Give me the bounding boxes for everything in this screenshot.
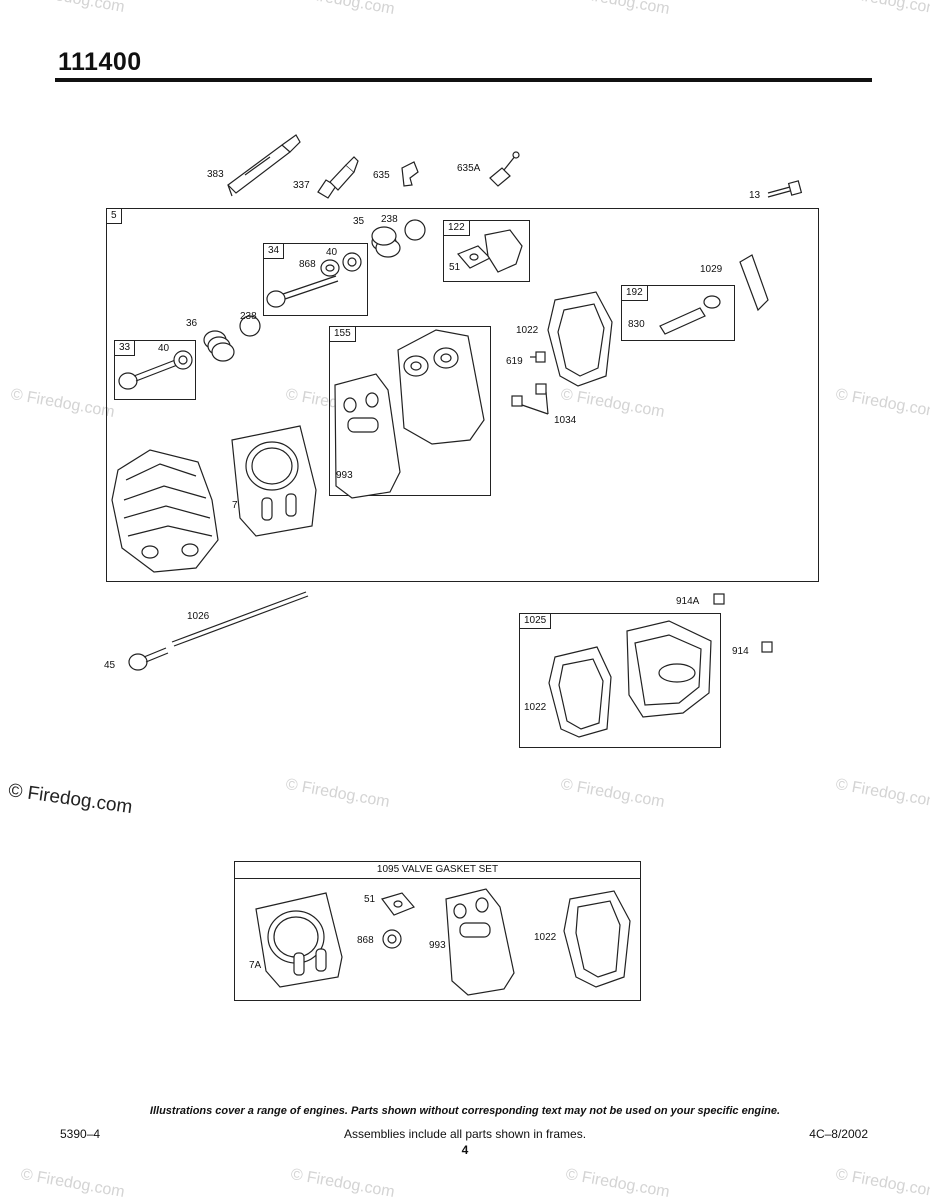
kit-header: 1095 VALVE GASKET SET (235, 862, 640, 879)
kit-label-993: 993 (429, 940, 446, 951)
cylinder-head-assembly-frame: 5 (106, 208, 819, 582)
part-label-914: 914 (732, 646, 749, 657)
part-label-40: 40 (326, 247, 338, 258)
part-label-238: 238 (381, 214, 398, 225)
frame-tag-155: 155 (330, 327, 356, 342)
kit-label-51: 51 (364, 894, 376, 905)
rocker-cover-frame: 1025 (519, 613, 721, 748)
part-label-337: 337 (293, 180, 310, 191)
part-label-993: 993 (336, 470, 353, 481)
part-label-7: 7 (232, 500, 238, 511)
part-label-1022: 1022 (516, 325, 539, 336)
gasket-assembly-frame: 155 (329, 326, 491, 496)
part-label-13: 13 (749, 190, 761, 201)
watermark: © Firedog.com (564, 1166, 671, 1202)
watermark: © Firedog.com (834, 1166, 930, 1202)
firedog-watermark: © Firedog.com (7, 780, 134, 819)
footer-center: Assemblies include all parts shown in fr… (343, 1127, 587, 1141)
part-label-635: 635 (373, 170, 390, 181)
part-label-238: 238 (240, 311, 257, 322)
kit-label-7a: 7A (249, 960, 262, 971)
page-number: 4 (461, 1143, 469, 1157)
part-label-35: 35 (353, 216, 365, 227)
part-label-1034: 1034 (554, 415, 577, 426)
watermark: © Firedog.com (834, 776, 930, 812)
footer-left: 5390–4 (60, 1127, 101, 1141)
part-label-1029: 1029 (700, 264, 723, 275)
pushrod-art (128, 591, 773, 671)
part-label-36: 36 (186, 318, 198, 329)
frame-tag-33: 33 (115, 341, 136, 356)
kit-label-1022: 1022 (534, 932, 557, 943)
part-label-830: 830 (628, 319, 645, 330)
watermark: © Firedog.com (559, 776, 666, 812)
watermark: © Firedog.com (289, 1166, 396, 1202)
part-label-51: 51 (449, 262, 461, 273)
part-label-868: 868 (299, 259, 316, 270)
frame-tag-34: 34 (264, 244, 285, 259)
part-label-45: 45 (104, 660, 116, 671)
part-label-1026: 1026 (187, 611, 210, 622)
frame-tag-5: 5 (107, 209, 122, 224)
part-label-40: 40 (158, 343, 170, 354)
breather-frame: 122 (443, 220, 530, 282)
gasket-set-art (255, 888, 631, 996)
part-label-635a: 635A (457, 163, 481, 174)
part-label-914a: 914A (676, 596, 700, 607)
footer-right: 4C–8/2002 (809, 1127, 868, 1141)
rocker-arm-frame: 192 (621, 285, 735, 341)
frame-tag-1025: 1025 (520, 614, 552, 629)
exhaust-valve-frame: 34 (263, 243, 368, 316)
valve-gasket-set-frame: 1095 VALVE GASKET SET (234, 861, 641, 1001)
frame-tag-122: 122 (444, 221, 470, 236)
frame-tag-192: 192 (622, 286, 648, 301)
page-title: 111400 (58, 48, 142, 76)
title-rule (55, 78, 872, 82)
rocker-cover-art (548, 620, 712, 738)
kit-label-868: 868 (357, 935, 374, 946)
parts-top-art (227, 134, 803, 199)
cylinder-head-art (111, 219, 769, 573)
watermark: © Firedog.com (19, 1166, 126, 1202)
part-label-619: 619 (506, 356, 523, 367)
part-label-1022: 1022 (524, 702, 547, 713)
watermark: © Firedog.com (284, 776, 391, 812)
part-label-383: 383 (207, 169, 224, 180)
disclaimer-text: Illustrations cover a range of engines. … (149, 1105, 781, 1117)
intake-valve-frame: 33 (114, 340, 196, 400)
